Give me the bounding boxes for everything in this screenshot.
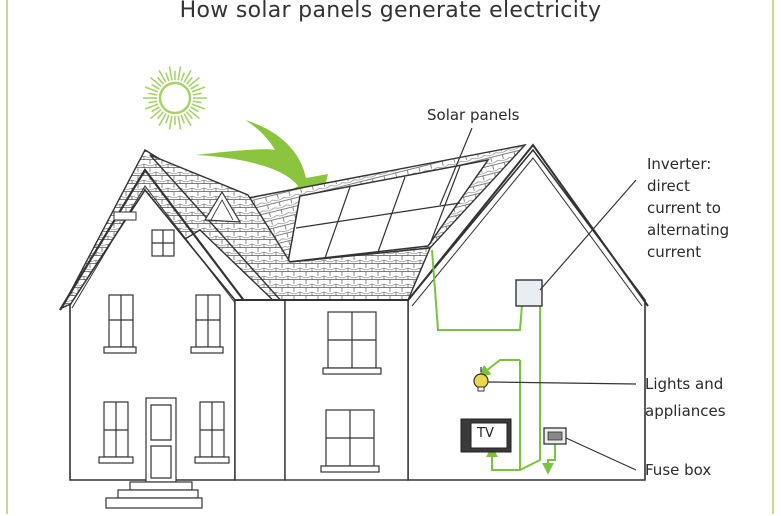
label-inverter-line: direct bbox=[647, 177, 690, 195]
label-inverter: Inverter: direct current to alternating … bbox=[647, 153, 729, 263]
fuse-box-icon bbox=[543, 427, 567, 445]
house-windows bbox=[98, 229, 382, 509]
label-inverter-line: alternating bbox=[647, 221, 730, 239]
label-inverter-line: Inverter: bbox=[647, 155, 712, 173]
label-inverter-line: current to bbox=[647, 199, 721, 217]
light-bulb-icon bbox=[473, 367, 489, 392]
label-inverter-line: current bbox=[647, 243, 702, 261]
tv-icon bbox=[460, 418, 512, 453]
inverter-box-icon bbox=[515, 279, 543, 307]
solar-panels bbox=[287, 158, 490, 263]
diagram-title: How solar panels generate electricity bbox=[179, 0, 602, 23]
diagram-frame bbox=[6, 0, 774, 514]
wiring bbox=[431, 249, 556, 475]
label-lights-line: Lights and bbox=[645, 375, 724, 393]
label-lights-appliances: Lights and appliances bbox=[645, 371, 726, 425]
leader-lines bbox=[439, 127, 637, 471]
sun-icon bbox=[143, 66, 207, 130]
label-lights-line: appliances bbox=[645, 402, 726, 420]
label-solar-panels: Solar panels bbox=[427, 106, 520, 124]
label-fuse-box: Fuse box bbox=[645, 461, 712, 479]
tv-label: TV bbox=[477, 426, 494, 441]
